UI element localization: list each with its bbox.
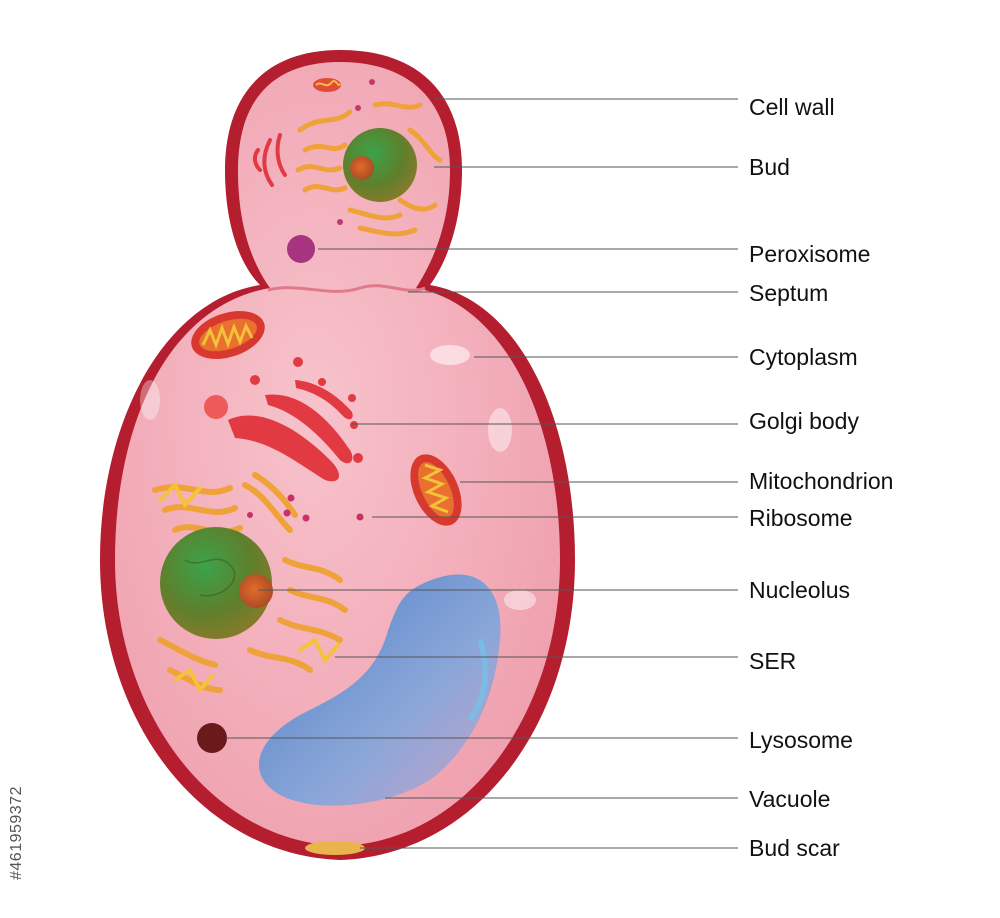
ribosome-dot [355, 105, 361, 111]
label-cell-wall: Cell wall [749, 94, 835, 120]
ser [158, 481, 340, 694]
ribosomes [247, 494, 364, 522]
label-lysosome: Lysosome [749, 727, 853, 753]
highlight [488, 408, 512, 452]
label-golgi-body: Golgi body [749, 408, 859, 434]
label-vacuole: Vacuole [749, 786, 831, 812]
ribosome-dot [337, 219, 343, 225]
label-peroxisome: Peroxisome [749, 241, 871, 267]
nucleolus [239, 574, 273, 608]
label-septum: Septum [749, 280, 829, 306]
nucleus [160, 527, 272, 639]
label-ribosome: Ribosome [749, 505, 853, 531]
vacuole [258, 574, 501, 806]
label-ser: SER [749, 648, 797, 674]
label-cytoplasm: Cytoplasm [749, 344, 858, 370]
mitochondrion-top [191, 311, 265, 359]
label-bud: Bud [749, 154, 790, 180]
golgi-body [204, 357, 363, 482]
bud-golgi [252, 133, 287, 187]
er-network [152, 472, 348, 693]
label-mitochondrion: Mitochondrion [749, 468, 894, 494]
bud-nucleolus [350, 156, 374, 180]
mitochondrion [410, 454, 462, 526]
peroxisome [287, 235, 315, 263]
label-nucleolus: Nucleolus [749, 577, 850, 603]
septum [267, 284, 426, 293]
ribosome-dot [369, 79, 375, 85]
highlight [140, 380, 160, 420]
leader-lines [226, 98, 738, 849]
bud-er [295, 101, 443, 237]
highlight [430, 345, 470, 365]
lysosome [197, 723, 227, 753]
stock-id: #461959372 [8, 786, 25, 880]
bud-nucleus [343, 128, 417, 202]
highlight [504, 590, 536, 610]
label-bud-scar: Bud scar [749, 835, 840, 861]
bud-scar [305, 841, 365, 855]
